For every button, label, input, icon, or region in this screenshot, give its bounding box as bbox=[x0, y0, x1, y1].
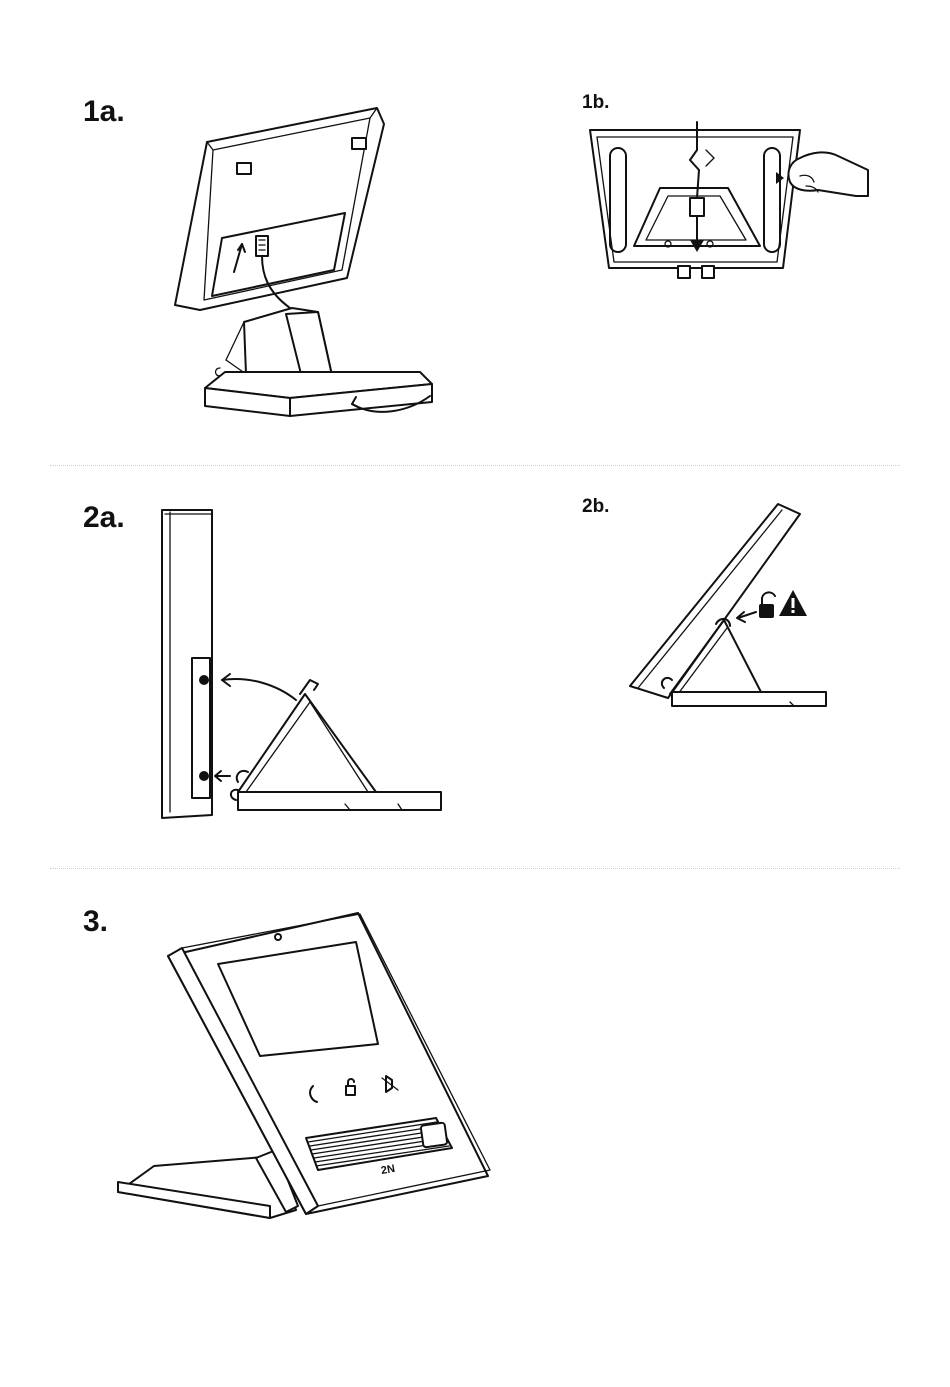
warning-triangle-icon bbox=[779, 590, 807, 616]
step-1b-illustration bbox=[585, 120, 870, 285]
mount-hole-lower bbox=[199, 771, 209, 781]
step-3-label: 3. bbox=[83, 907, 108, 937]
mount-clip-right bbox=[352, 138, 366, 149]
step-1b-label: 1b. bbox=[582, 93, 609, 112]
step-2b-illustration bbox=[625, 500, 830, 710]
unlock-padlock-icon bbox=[759, 592, 775, 618]
section-divider-1 bbox=[50, 465, 900, 466]
step-2b-label: 2b. bbox=[582, 497, 609, 516]
hook-arrow-upper bbox=[222, 679, 296, 700]
step-2a-label: 2a. bbox=[83, 503, 125, 533]
mount-hole-upper bbox=[199, 675, 209, 685]
step-1a-label: 1a. bbox=[83, 97, 125, 127]
step-3-illustration bbox=[115, 910, 490, 1220]
rj45-plug-icon bbox=[256, 236, 268, 256]
section-divider-2 bbox=[50, 868, 900, 869]
card-reader bbox=[421, 1122, 448, 1147]
mount-clip-left bbox=[237, 163, 251, 174]
step-2a-illustration bbox=[155, 505, 450, 825]
step-1a-illustration bbox=[160, 100, 450, 425]
device-logo: 2N bbox=[380, 1163, 396, 1177]
